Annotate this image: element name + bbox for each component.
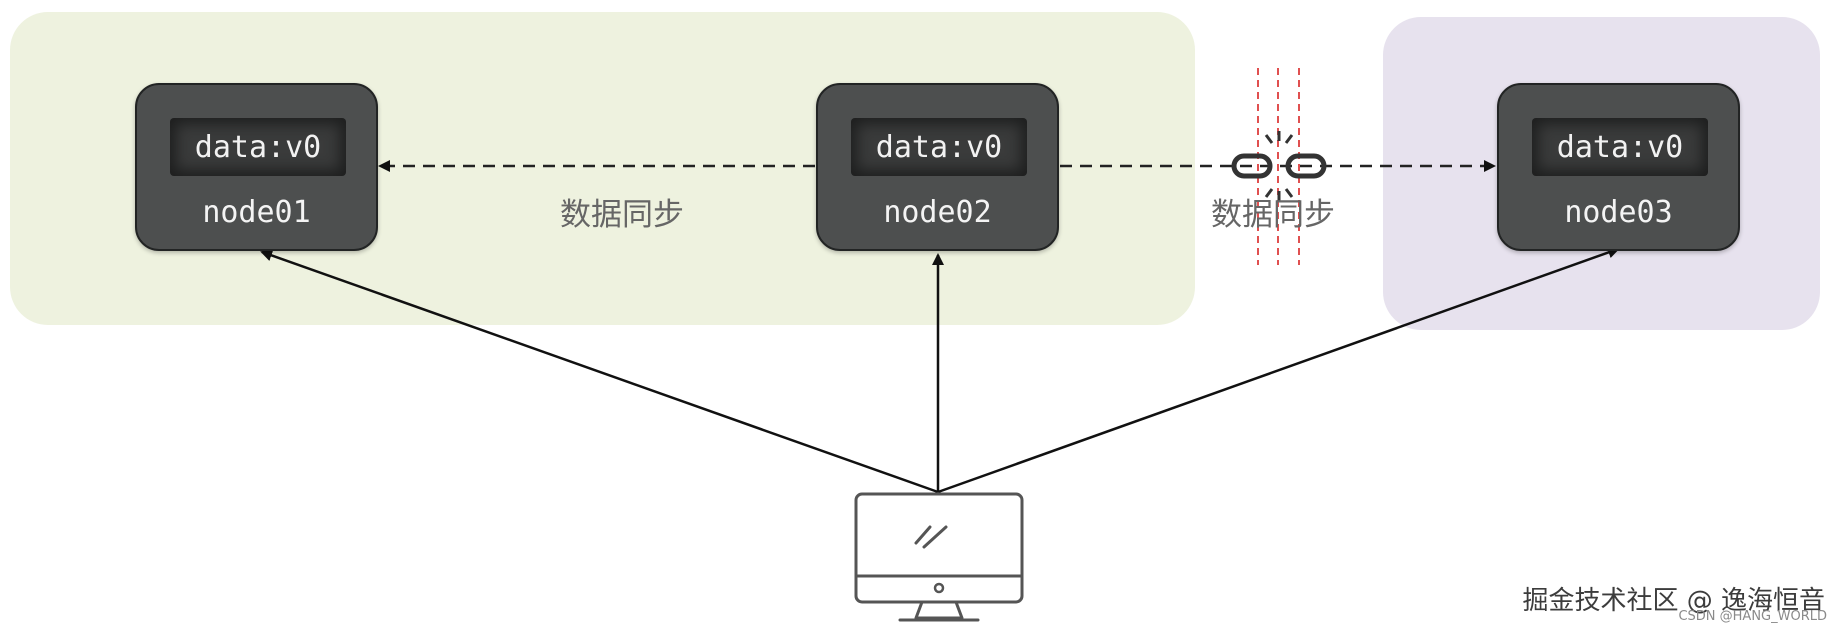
broken-link-icon xyxy=(1231,131,1327,201)
data-version-chip: data:v0 xyxy=(170,118,346,176)
watermark-main: 掘金技术社区 @ 逸海恒音 xyxy=(1522,586,1825,616)
sync-label-left: 数据同步 xyxy=(560,197,684,233)
desktop-monitor-icon xyxy=(854,492,1024,622)
sync-label-right: 数据同步 xyxy=(1211,197,1335,233)
node-label: node03 xyxy=(1564,195,1673,230)
watermark-sub: CSDN @HANG_WORLD xyxy=(1678,609,1827,624)
client-arrow-to-node03 xyxy=(937,246,1620,494)
node-box-node03: data:v0 node03 xyxy=(1497,83,1740,251)
data-version-chip: data:v0 xyxy=(1532,118,1708,176)
node-label: node02 xyxy=(883,195,992,230)
client-arrow-to-node01 xyxy=(260,249,939,494)
node-label: node01 xyxy=(202,195,311,230)
node-box-node01: data:v0 node01 xyxy=(135,83,378,251)
data-version-chip: data:v0 xyxy=(851,118,1027,176)
network-partition xyxy=(1257,68,1300,265)
node-box-node02: data:v0 node02 xyxy=(816,83,1059,251)
